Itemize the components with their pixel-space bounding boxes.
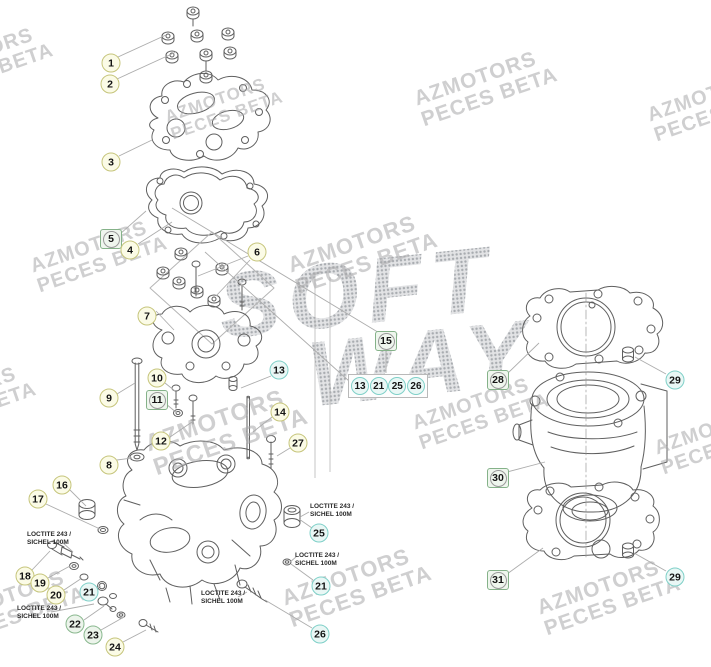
group-callout-13: 13: [351, 377, 369, 395]
loctite-label: LOCTITE 243 /SICHEL 100M: [295, 552, 340, 568]
part-cover-gasket: [145, 166, 269, 244]
callout-16: 16: [52, 475, 72, 495]
callout-6: 6: [247, 242, 267, 262]
callout-30: 30: [487, 468, 509, 488]
part-screw-group: [149, 231, 275, 345]
callout-14: 14: [270, 402, 290, 422]
callout-4: 4: [120, 240, 140, 260]
callout-13: 13: [269, 360, 289, 380]
callout-20: 20: [46, 585, 66, 605]
callout-28: 28: [487, 370, 509, 390]
part-cam-bridge: [152, 305, 263, 383]
callout-23: 23: [83, 625, 103, 645]
callout-27: 27: [288, 433, 308, 453]
callout-10: 10: [147, 368, 167, 388]
part-small-bolts: [171, 376, 276, 469]
callout-26: 26: [310, 624, 330, 644]
leader-lines: [31, 34, 667, 643]
group-callout-21: 21: [369, 377, 388, 395]
group-callout-26: 26: [406, 377, 425, 395]
part-dowel-top: [622, 346, 634, 363]
part-head-fasteners-left: [47, 499, 159, 633]
part-cover-fasteners: [161, 6, 237, 84]
loctite-label: LOCTITE 243 /SICHEL 100M: [201, 590, 246, 606]
part-long-bolt: [129, 357, 145, 462]
callout-1: 1: [101, 53, 121, 73]
loctite-label: LOCTITE 243 /SICHEL 100M: [17, 605, 62, 621]
part-base-gasket: [522, 481, 660, 561]
callout-31: 31: [487, 570, 509, 590]
callout-12: 12: [151, 431, 171, 451]
part-head-gasket: [522, 285, 664, 369]
part-valve-cover: [149, 73, 271, 161]
part-cylinder: [512, 371, 668, 522]
callout-9: 9: [99, 388, 119, 408]
callout-21: 21: [311, 576, 331, 596]
callout-8: 8: [99, 455, 119, 475]
callout-25: 25: [309, 523, 329, 543]
callout-11: 11: [146, 390, 168, 410]
callout-24: 24: [105, 637, 125, 657]
part-cylinder-head: [117, 440, 282, 605]
callout-22: 22: [65, 614, 85, 634]
group-callout-25: 25: [388, 377, 407, 395]
callout-19: 19: [30, 573, 50, 593]
callout-15: 15: [375, 331, 397, 351]
part-head-fasteners-right: [236, 505, 301, 603]
loctite-label: LOCTITE 243 /SICHEL 100M: [310, 503, 355, 519]
callout-21: 21: [79, 582, 99, 602]
callout-3: 3: [101, 152, 121, 172]
part-screws: [156, 247, 247, 311]
callout-5: 5: [100, 229, 122, 249]
callout-7: 7: [137, 306, 157, 326]
callout-29: 29: [665, 370, 685, 390]
callout-29: 29: [665, 567, 685, 587]
callout-17: 17: [28, 489, 48, 509]
loctite-label: LOCTITE 243 /SICHEL 100M: [27, 531, 72, 547]
callout-2: 2: [100, 74, 120, 94]
